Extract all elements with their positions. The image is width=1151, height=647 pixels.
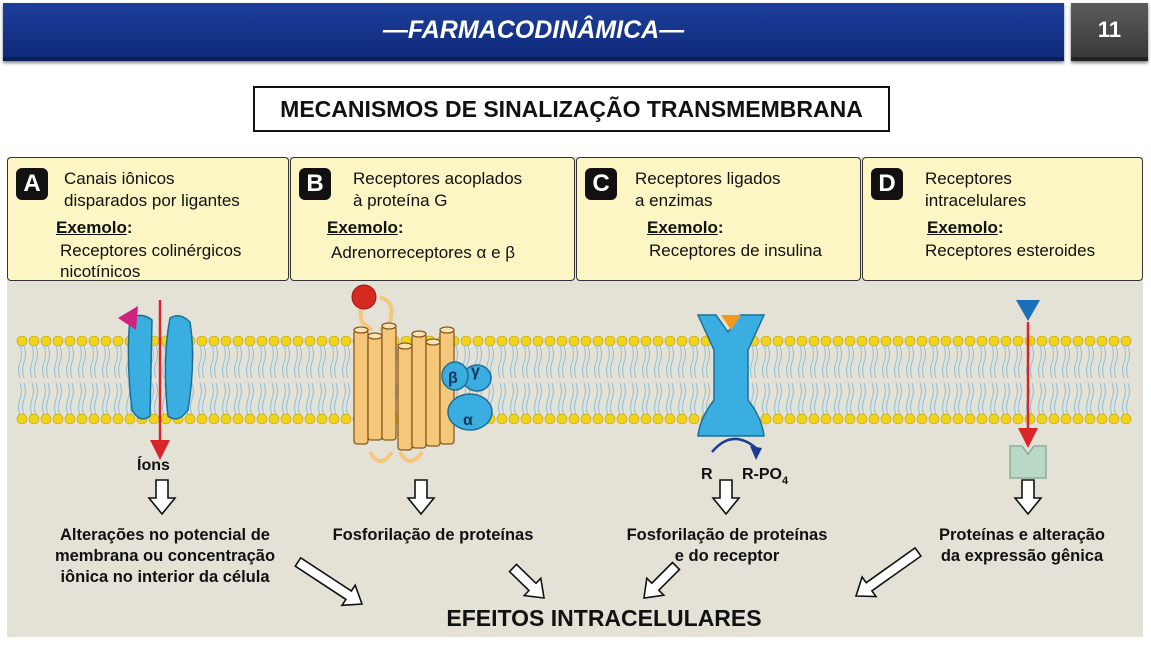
main-heading-text: MECANISMOS DE SINALIZAÇÃO TRANSMEMBRANA [280,95,863,122]
acetylcholine-ligand-icon [118,306,138,330]
panel-a-example-value: Receptores colinérgicos nicotínicos [60,241,242,281]
presentation-title: —FARMACODINÂMICA— [382,15,685,44]
panel-a-example-label: Exemolo: [56,218,133,238]
panel-d-example-value: Receptores esteroides [925,241,1096,260]
panel-a-example-colon: : [126,218,133,237]
receptor-helix [367,335,383,441]
effect-text: da expressão gênica [941,547,1104,565]
panel-b-letter: B [299,168,331,200]
effect-text: Proteínas e alteração [939,526,1105,544]
panel-d-example-colon: : [997,218,1004,237]
panel-a-example-word: Exemolo [56,218,127,237]
panel-b-title: Receptores acoplados à proteína G [353,169,523,210]
r-label: R [701,466,713,483]
gamma-subunit-label: γ [471,363,480,380]
panel-d-example-word: Exemolo [927,218,998,237]
insulin-ligand-icon [721,315,741,330]
page-number-badge: 11 [1071,3,1148,61]
panel-d: D Receptores intracelulares Exemolo: Rec… [862,157,1143,281]
converging-arrow-icon [854,546,923,598]
panel-c-example-colon: : [717,218,724,237]
g-protein: β γ α [441,361,493,431]
panel-c-example-label: Exemolo: [647,218,724,238]
panel-b-example-value: Adrenorreceptores α e β [331,243,516,262]
r-po4-label: R-PO4 [742,466,789,487]
receptor-helix [411,333,427,449]
ions-label: Íons [137,455,170,474]
effect-text: membrana ou concentração [55,547,275,565]
converging-arrow-icon [508,563,545,599]
panel-b-example-colon: : [397,218,404,237]
phosphorylation-arrow [711,437,757,453]
panel-b-example-word: Exemolo [327,218,398,237]
effect-text: iônica no interior da célula [60,568,270,586]
panel-a: A Canais iônicos disparados por ligantes… [7,157,289,281]
intracellular-effects-label: EFEITOS INTRACELULARES [446,605,761,631]
panel-b-example-label: Exemolo: [327,218,404,238]
effect-text: Fosforilação de proteínas [627,526,828,544]
panel-d-letter: D [871,168,903,200]
effect-text: Fosforilação de proteínas [333,526,534,544]
g-protein-coupled-receptor [351,284,455,463]
panel-c-title: Receptores ligados a enzimas [635,169,781,210]
effect-text: Alterações no potencial de [60,526,270,544]
phosphorylation-arrowhead-icon [750,446,762,460]
down-arrow-icon [406,479,436,516]
effect-text: e do receptor [675,547,780,565]
beta-subunit-label: β [448,370,458,387]
down-arrow-icon [147,479,177,516]
down-arrow-icon [711,479,741,516]
panel-d-title: Receptores intracelulares [925,169,1027,210]
panel-d-example-label: Exemolo: [927,218,1004,238]
r-po4-subscript: 4 [782,475,789,487]
panel-a-letter: A [16,168,48,200]
converging-arrow-icon [294,556,364,607]
alpha-subunit-label: α [463,412,473,429]
panel-c-example-word: Exemolo [647,218,718,237]
receptor-helix [425,341,441,447]
panel-c-example-value: Receptores de insulina [649,241,822,260]
page-number: 11 [1097,17,1122,42]
receptor-helix [397,345,413,451]
enzyme-linked-receptor [696,314,766,437]
converging-arrow-icon [643,561,681,599]
panel-b: B Receptores acoplados à proteína G Exem… [290,157,575,281]
steroid-ligand-icon [1016,300,1040,321]
main-heading: MECANISMOS DE SINALIZAÇÃO TRANSMEMBRANA [253,86,890,132]
intracellular-receptor [1009,445,1047,479]
panel-c: C Receptores ligados a enzimas Exemolo: … [576,157,861,281]
panel-a-title: Canais iônicos disparados por ligantes [64,169,240,210]
agonist-ligand-icon [351,284,377,310]
receptor-helix [353,329,369,445]
panel-c-letter: C [585,168,617,200]
ion-channel [127,314,194,420]
r-po4-text: R-PO [742,466,782,483]
down-arrow-icon [1013,479,1043,516]
title-bar: —FARMACODINÂMICA— [3,3,1064,61]
receptor-helix [381,325,397,441]
